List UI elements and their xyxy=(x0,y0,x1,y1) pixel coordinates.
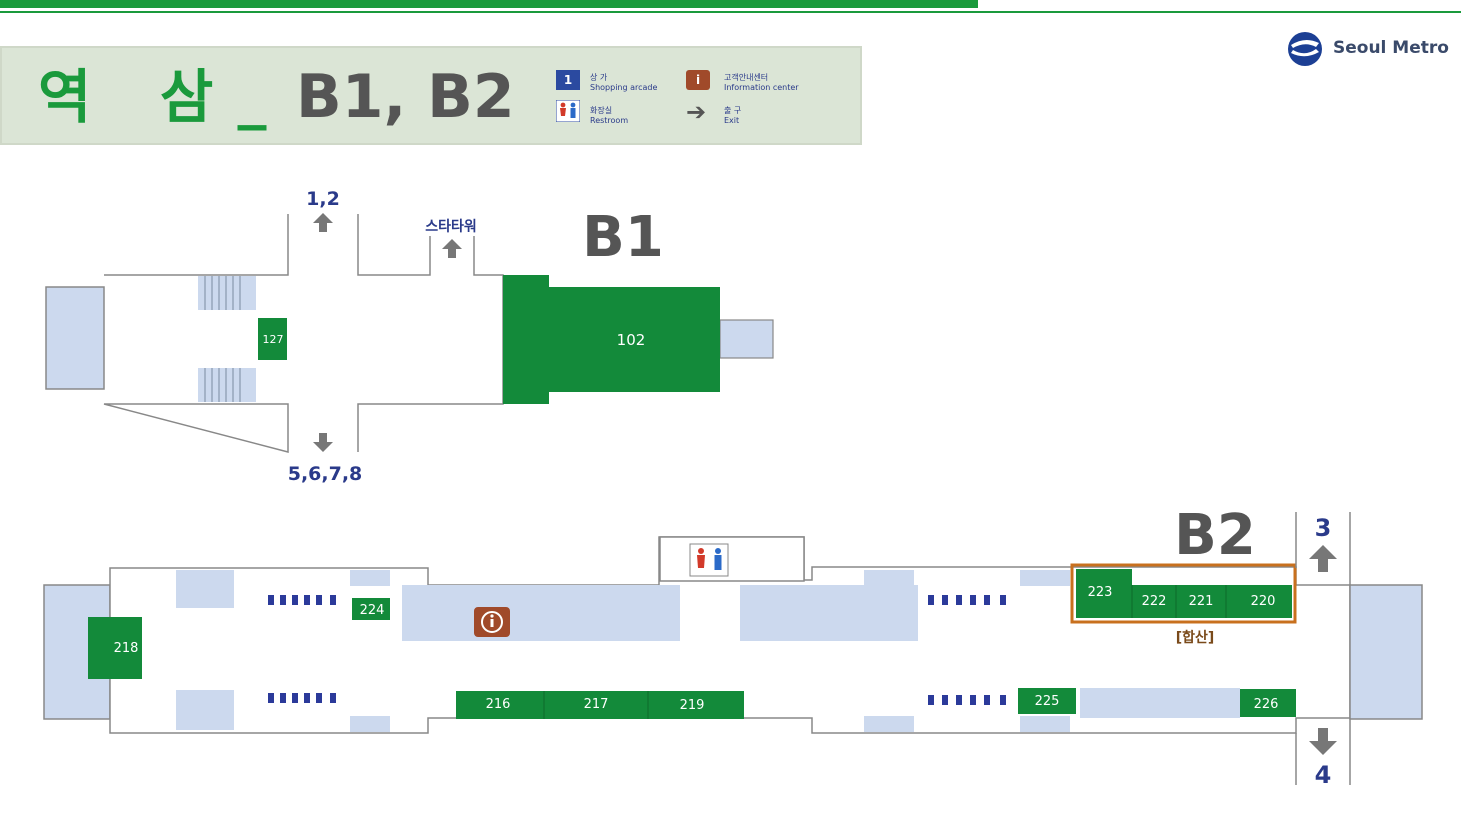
shop-218 xyxy=(88,617,142,679)
shop-102-label: 102 xyxy=(617,331,646,349)
b1-west-platform xyxy=(45,286,105,390)
top-accent-line xyxy=(0,11,1461,13)
exit-down-arrow-icon xyxy=(313,433,333,452)
shop-225-label: 225 xyxy=(1035,694,1060,709)
exit-4-arrow-icon xyxy=(1309,728,1337,755)
seoul-metro-logo-text: Seoul Metro xyxy=(1333,38,1449,58)
shop-127 xyxy=(258,318,287,360)
exit-star-tower-label: 스타타워 xyxy=(425,219,477,235)
legend-shopping-ko: 상 가 xyxy=(590,73,608,82)
shop-102 xyxy=(503,275,720,404)
b2-fare-zone-east xyxy=(740,585,918,641)
exit-arrow-icon: ➔ xyxy=(686,98,707,126)
seoul-metro-logo-icon xyxy=(1288,32,1322,66)
shop-226-label: 226 xyxy=(1254,697,1279,712)
highlight-box xyxy=(1070,563,1297,624)
b2-floor-label: B2 xyxy=(1174,503,1256,568)
shop-220-label: 220 xyxy=(1251,594,1276,609)
title-banner xyxy=(0,46,862,145)
b1-stairs-lower xyxy=(198,368,256,402)
legend-restroom-en: Restroom xyxy=(590,116,629,125)
shop-225 xyxy=(1018,688,1076,714)
b1-east-stub xyxy=(719,319,774,359)
exit-3-arrow-icon xyxy=(1309,545,1337,572)
b2-restroom-room xyxy=(659,536,805,582)
information-center-icon: i xyxy=(686,70,710,90)
shop-224-label: 224 xyxy=(360,603,385,618)
shop-220-223 xyxy=(1076,569,1292,618)
floor-title: B1, B2 xyxy=(296,62,515,132)
b1-stairs-upper xyxy=(198,276,256,310)
b1-concourse-walls xyxy=(103,214,504,453)
b1-floor-label: B1 xyxy=(582,205,664,270)
shop-219-label: 219 xyxy=(680,698,705,713)
shop-217-label: 217 xyxy=(584,697,609,712)
shop-127-label: 127 xyxy=(263,333,284,346)
shop-216-217-219 xyxy=(456,691,744,719)
legend-restroom-ko: 화장실 xyxy=(590,106,613,115)
exit-3-label: 3 xyxy=(1315,514,1332,542)
b2-fare-zone-west xyxy=(402,585,680,641)
legend-info-en: Information center xyxy=(724,83,799,92)
highlight-label: [합산] xyxy=(1176,629,1215,646)
shop-224 xyxy=(352,598,390,620)
legend-info-ko: 고객안내센터 xyxy=(724,73,769,82)
exit-1-2-label: 1,2 xyxy=(306,188,340,210)
top-accent-bar xyxy=(0,0,978,8)
shop-223-label: 223 xyxy=(1088,585,1113,600)
b2-south-zone xyxy=(1080,688,1240,718)
b2-east-platform xyxy=(1349,584,1423,720)
shop-222-label: 222 xyxy=(1142,594,1167,609)
restroom-icon xyxy=(555,99,581,123)
legend-exit-ko: 출 구 xyxy=(724,106,742,115)
shopping-arcade-icon: 1 xyxy=(556,70,580,90)
shop-216-label: 216 xyxy=(486,697,511,712)
shop-226 xyxy=(1240,689,1296,717)
shop-218-label: 218 xyxy=(114,641,139,656)
legend-exit-en: Exit xyxy=(724,116,740,125)
exit-up-arrow-icon xyxy=(313,213,333,232)
restroom-map-icon xyxy=(689,543,729,577)
b2-floor-plan xyxy=(43,512,1423,785)
exit-4-label: 4 xyxy=(1315,761,1332,789)
legend-shopping-en: Shopping arcade xyxy=(590,83,658,92)
station-name: 역 삼 _ xyxy=(38,63,269,131)
exit-5-8-label: 5,6,7,8 xyxy=(288,463,363,485)
b1-floor-plan xyxy=(45,213,774,453)
shop-221-label: 221 xyxy=(1189,594,1214,609)
exit-tower-arrow-icon xyxy=(442,239,462,258)
